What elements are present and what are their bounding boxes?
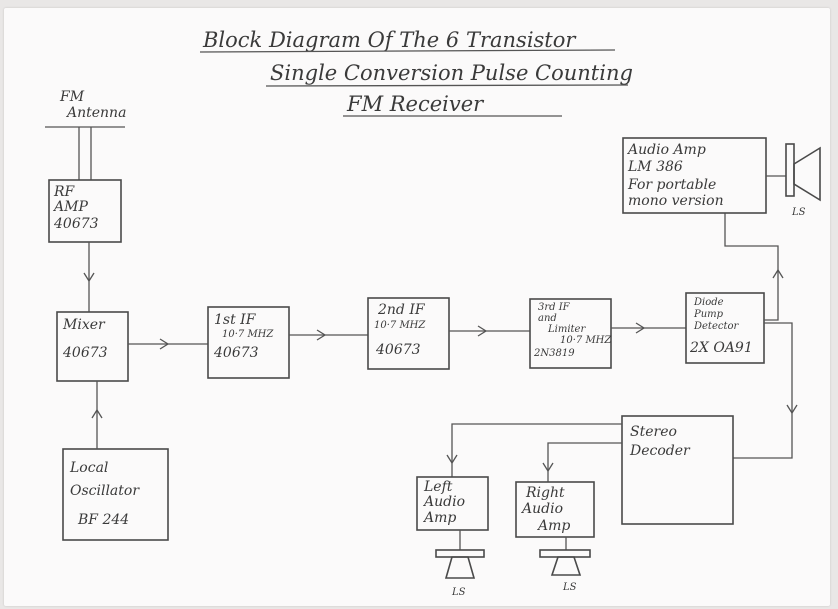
title-line-2: Single Conversion Pulse Counting xyxy=(270,61,633,85)
top-speaker: LS xyxy=(766,143,821,218)
rf-amp-box xyxy=(48,179,122,243)
right-speaker-magnet xyxy=(539,549,591,558)
left-amp-block: Left Audio Amp xyxy=(416,476,489,531)
detector-label-4: 2X OA91 xyxy=(689,340,753,356)
detector-box xyxy=(685,292,765,364)
if3-label-2: and xyxy=(538,313,557,324)
audio-amp-label-1: Audio Amp xyxy=(626,142,706,158)
left-amp-label-2: Audio xyxy=(422,494,465,510)
top-speaker-magnet xyxy=(785,143,795,197)
left-amp-box xyxy=(416,476,489,531)
mixer-label-2: 40673 xyxy=(62,345,108,361)
detector-to-decoder-arrow xyxy=(786,404,798,415)
mixer-label-1: Mixer xyxy=(62,317,106,333)
decoder-to-left-amp-line xyxy=(451,423,622,477)
decoder-to-right-amp-line xyxy=(547,442,622,482)
if2-to-if3-arrow xyxy=(477,325,488,337)
rf-amp-block: RF AMP 40673 xyxy=(48,179,122,243)
stereo-decoder-label-2: Decoder xyxy=(629,443,691,459)
rf-to-mixer-arrow xyxy=(83,272,95,283)
top-speaker-cone-icon xyxy=(793,146,821,202)
if2-box xyxy=(367,297,450,370)
decoder-to-left-amp-arrow xyxy=(446,454,458,465)
diagram-title: Block Diagram Of The 6 Transistor Single… xyxy=(199,28,633,117)
detector-label-1: Diode xyxy=(693,297,724,308)
if3-box xyxy=(529,298,612,369)
if1-block: 1st IF 10·7 MHZ 40673 xyxy=(207,306,290,379)
audio-amp-label-4: mono version xyxy=(628,193,724,209)
right-speaker: LS xyxy=(539,537,591,593)
if1-label-1: 1st IF xyxy=(214,312,257,328)
rf-amp-label-3: 40673 xyxy=(53,216,99,232)
if2-label-2: 10·7 MHZ xyxy=(374,320,426,331)
right-speaker-label: LS xyxy=(562,582,577,593)
if2-label-3: 40673 xyxy=(375,342,421,358)
left-amp-label-3: Amp xyxy=(422,510,456,526)
if2-label-1: 2nd IF xyxy=(377,302,426,318)
mixer-box xyxy=(56,311,129,382)
if3-label-4: 10·7 MHZ xyxy=(560,335,612,346)
local-oscillator-block: Local Oscillator BF 244 xyxy=(62,448,169,541)
detector-block: Diode Pump Detector 2X OA91 xyxy=(685,292,765,364)
right-amp-box xyxy=(515,481,595,538)
left-speaker: LS xyxy=(435,530,485,598)
mixer-to-if1-arrow xyxy=(159,338,170,350)
oscillator-to-mixer-arrow xyxy=(91,408,103,419)
local-oscillator-label-1: Local xyxy=(69,460,108,476)
title-underline-2 xyxy=(265,84,629,87)
local-oscillator-label-2: Oscillator xyxy=(70,483,140,499)
stereo-decoder-box xyxy=(621,415,734,525)
title-underline-1 xyxy=(199,49,616,53)
audio-amp-label-3: For portable xyxy=(627,177,716,193)
right-amp-label-2: Audio xyxy=(520,501,563,517)
audio-amp-block: Audio Amp LM 386 For portable mono versi… xyxy=(622,137,767,214)
left-speaker-magnet xyxy=(435,549,485,558)
top-speaker-label: LS xyxy=(791,207,806,218)
if3-to-detector-arrow xyxy=(635,322,646,334)
if3-label-3: Limiter xyxy=(547,324,586,335)
stereo-decoder-label-1: Stereo xyxy=(630,424,677,440)
left-amp-label-1: Left xyxy=(423,479,453,495)
title-line-1: Block Diagram Of The 6 Transistor xyxy=(202,28,577,52)
right-amp-block: Right Audio Amp xyxy=(515,481,595,538)
if1-label-2: 10·7 MHZ xyxy=(222,329,274,340)
decoder-to-right-amp-arrow xyxy=(542,462,554,473)
antenna: FM Antenna xyxy=(45,89,126,180)
if3-label-5: 2N3819 xyxy=(533,348,575,359)
detector-to-audio-amp-line xyxy=(724,213,779,321)
detector-to-decoder-line xyxy=(733,322,793,459)
right-amp-label-1: Right xyxy=(525,485,565,501)
right-amp-label-3: Amp xyxy=(536,518,570,534)
if1-box xyxy=(207,306,290,379)
left-speaker-cone-icon xyxy=(444,556,476,579)
detector-label-2: Pump xyxy=(693,309,724,320)
title-line-3: FM Receiver xyxy=(346,92,485,116)
if3-block: 3rd IF and Limiter 10·7 MHZ 2N3819 xyxy=(529,298,612,369)
detector-to-audio-amp-arrow xyxy=(772,268,784,279)
stereo-decoder-block: Stereo Decoder xyxy=(621,415,734,525)
rf-amp-label-2: AMP xyxy=(52,199,88,215)
local-oscillator-box xyxy=(62,448,169,541)
if1-to-if2-arrow xyxy=(316,329,327,341)
mixer-block: Mixer 40673 xyxy=(56,311,129,382)
left-speaker-label: LS xyxy=(451,587,466,598)
if2-block: 2nd IF 10·7 MHZ 40673 xyxy=(367,297,450,370)
right-speaker-cone-icon xyxy=(550,556,582,576)
if1-label-3: 40673 xyxy=(213,345,259,361)
detector-label-3: Detector xyxy=(693,321,740,332)
antenna-label-2: Antenna xyxy=(65,105,126,121)
audio-amp-label-2: LM 386 xyxy=(627,159,683,175)
antenna-label-1: FM xyxy=(59,89,85,105)
local-oscillator-label-3: BF 244 xyxy=(77,512,129,528)
rf-amp-label-1: RF xyxy=(53,184,76,200)
if3-label-1: 3rd IF xyxy=(538,302,571,313)
